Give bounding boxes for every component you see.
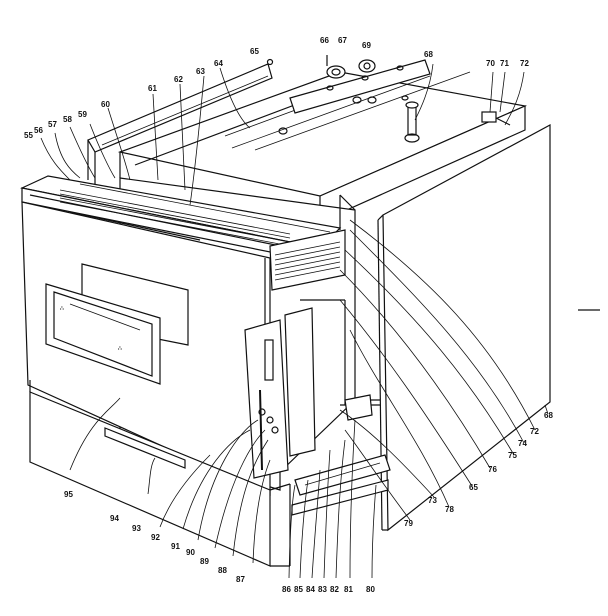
callout-79: 79 bbox=[404, 519, 413, 528]
callout-60: 60 bbox=[101, 100, 110, 109]
svg-text:∴: ∴ bbox=[118, 346, 122, 352]
callout-95: 95 bbox=[64, 490, 73, 499]
callout-83: 83 bbox=[318, 585, 327, 594]
callout-65-right: 65 bbox=[469, 483, 478, 492]
vent-grille bbox=[269, 229, 346, 291]
burner-valves bbox=[266, 55, 376, 79]
callout-62: 62 bbox=[174, 75, 183, 84]
callout-73: 73 bbox=[428, 496, 437, 505]
right-side-panel bbox=[377, 123, 551, 532]
callout-94: 94 bbox=[110, 514, 119, 523]
vent-tube bbox=[404, 101, 420, 143]
callout-87: 87 bbox=[236, 575, 245, 584]
callout-82: 82 bbox=[330, 585, 339, 594]
callout-59: 59 bbox=[78, 110, 87, 119]
control-panel bbox=[20, 175, 342, 263]
thermostat-assembly bbox=[244, 299, 373, 479]
callout-61: 61 bbox=[148, 84, 157, 93]
callout-72-top: 72 bbox=[520, 59, 529, 68]
callout-65-top: 65 bbox=[250, 47, 259, 56]
callout-63: 63 bbox=[196, 67, 205, 76]
callout-89: 89 bbox=[200, 557, 209, 566]
callout-75: 75 bbox=[508, 451, 517, 460]
callout-80: 80 bbox=[366, 585, 375, 594]
callout-labels: 65 66 67 68 69 70 71 72 55 56 57 58 59 6… bbox=[24, 36, 553, 594]
manifold-rail bbox=[289, 59, 431, 114]
callout-55: 55 bbox=[24, 131, 33, 140]
callout-72-right: 72 bbox=[530, 427, 539, 436]
callout-88: 88 bbox=[218, 566, 227, 575]
callout-78: 78 bbox=[445, 505, 454, 514]
callout-56: 56 bbox=[34, 126, 43, 135]
callout-90: 90 bbox=[186, 548, 195, 557]
callout-71-top: 71 bbox=[500, 59, 509, 68]
callout-68-right: 68 bbox=[544, 411, 553, 420]
callout-74: 74 bbox=[518, 439, 527, 448]
callout-69-top: 69 bbox=[362, 41, 371, 50]
callout-57: 57 bbox=[48, 120, 57, 129]
callout-70-top: 70 bbox=[486, 59, 495, 68]
callout-86: 86 bbox=[282, 585, 291, 594]
callout-92: 92 bbox=[151, 533, 160, 542]
callout-58: 58 bbox=[63, 115, 72, 124]
leader-lines bbox=[40, 63, 600, 579]
oven-door: ∴ ∴ bbox=[21, 201, 271, 496]
callout-93: 93 bbox=[132, 524, 141, 533]
callout-85: 85 bbox=[294, 585, 303, 594]
callout-84: 84 bbox=[306, 585, 315, 594]
callout-64: 64 bbox=[214, 59, 223, 68]
top-frame bbox=[117, 63, 528, 223]
callout-66-top: 66 bbox=[320, 36, 329, 45]
rear-bracket bbox=[481, 111, 511, 126]
svg-text:∴: ∴ bbox=[60, 306, 64, 312]
callout-91: 91 bbox=[171, 542, 180, 551]
callout-81: 81 bbox=[344, 585, 353, 594]
callout-76: 76 bbox=[488, 465, 497, 474]
callout-67-top: 67 bbox=[338, 36, 347, 45]
callout-68-top: 68 bbox=[424, 50, 433, 59]
